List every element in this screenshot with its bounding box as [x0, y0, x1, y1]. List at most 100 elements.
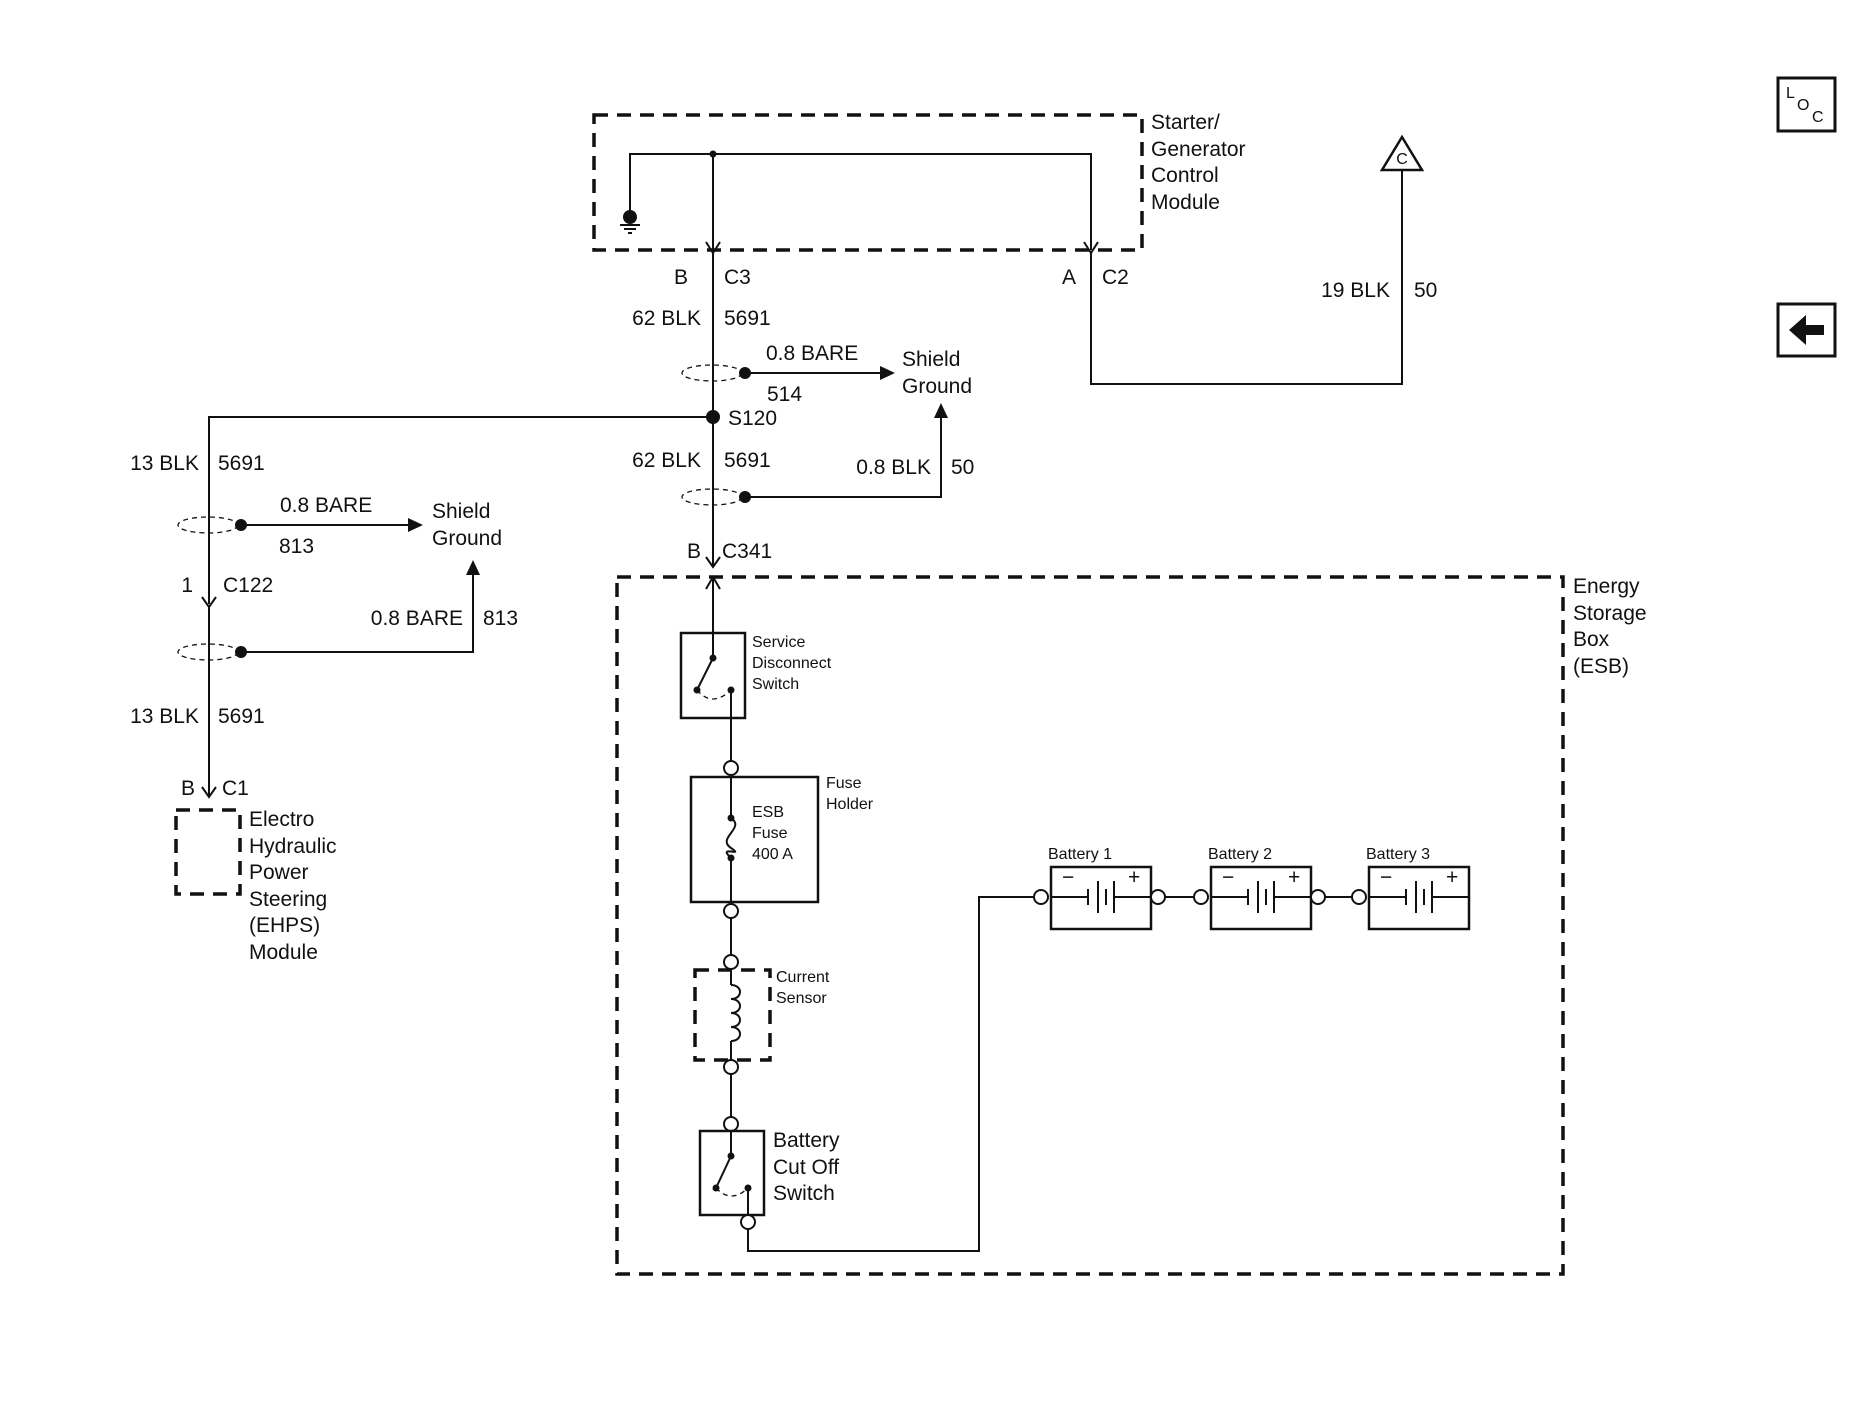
current-sensor-box	[693, 968, 772, 1062]
ehps-dashed-box	[174, 808, 242, 896]
battery3-minus: −	[1380, 866, 1392, 889]
shield-drain-50: 0.8 BLK 50	[681, 403, 974, 506]
service-switch-label-2: Disconnect	[752, 655, 832, 672]
shield-ground-2a: Shield	[432, 500, 490, 523]
back-arrow-icon	[1789, 315, 1824, 345]
w3-size: 13 BLK	[130, 452, 199, 475]
battery3-plus: +	[1446, 866, 1458, 889]
sgcm-dashed-box	[592, 113, 1144, 252]
sgcm-label-3: Control	[1151, 164, 1219, 187]
drain4-circuit: 813	[483, 607, 518, 630]
drain2-size: 0.8 BLK	[856, 456, 931, 479]
location-button[interactable]: L O C	[1776, 76, 1837, 133]
esb-label-1: Energy	[1573, 575, 1640, 598]
ehps-label-3: Power	[249, 861, 309, 884]
shield-drain-813-a: 0.8 BARE 813 Shield Ground	[177, 494, 502, 558]
fuse-label-1: ESB	[752, 804, 784, 821]
ehps-label-2: Hydraulic	[249, 835, 337, 858]
fuse-label-2: Fuse	[752, 825, 788, 842]
offpage-label: C	[1396, 151, 1408, 168]
battery3-label: Battery 3	[1366, 846, 1430, 863]
ehps-label-6: Module	[249, 941, 318, 964]
cutoff-label-3: Switch	[773, 1182, 835, 1205]
sgcm-module: Starter/ Generator Control Module	[592, 111, 1246, 252]
offpage-connector-c: C	[1379, 134, 1425, 172]
battery2-minus: −	[1222, 866, 1234, 889]
ehps-label-4: Steering	[249, 888, 327, 911]
shield-drain-514: 0.8 BARE 514 Shield Ground	[681, 342, 972, 406]
drain2-circuit: 50	[951, 456, 974, 479]
shield-ground-1b: Ground	[902, 375, 972, 398]
esb-label-4: (ESB)	[1573, 655, 1629, 678]
ehps-branch-wire	[208, 416, 713, 604]
current-sensor: Current Sensor	[693, 968, 830, 1062]
battery2-label: Battery 2	[1208, 846, 1272, 863]
fuse-holder: ESB Fuse 400 A Fuse Holder	[689, 775, 874, 904]
fuse-holder-label-2: Holder	[826, 796, 874, 813]
connector-c1: B C1	[181, 777, 249, 800]
battery1-label: Battery 1	[1048, 846, 1112, 863]
w1-circuit: 5691	[724, 307, 771, 330]
esb-module: Energy Storage Box (ESB)	[615, 575, 1647, 1276]
connector-c2: A C2	[1062, 241, 1129, 289]
esb-label-2: Storage	[1573, 602, 1647, 625]
ehps-label-5: (EHPS)	[249, 914, 320, 937]
battery-return-wire	[747, 896, 1034, 1252]
w3-circuit: 5691	[218, 452, 265, 475]
loc-c-text: C	[1812, 109, 1824, 126]
loc-o-text: O	[1797, 97, 1809, 114]
shield-drain-813-b: 0.8 BARE 813	[177, 560, 518, 661]
fuse-label-3: 400 A	[752, 846, 793, 863]
c2-label: C2	[1102, 266, 1129, 289]
service-switch-label-3: Switch	[752, 676, 799, 693]
sgcm-label-2: Generator	[1151, 138, 1246, 161]
c2-pin: A	[1062, 266, 1076, 289]
cutoff-label-2: Cut Off	[773, 1156, 839, 1179]
wire-c2-offpage	[1090, 170, 1403, 385]
w4-size: 13 BLK	[130, 705, 199, 728]
c122-label: C122	[223, 574, 273, 597]
connector-c122: 1 C122	[181, 574, 273, 609]
splice-label: S120	[728, 407, 777, 430]
ehps-label-1: Electro	[249, 808, 314, 831]
sgcm-label-1: Starter/	[1151, 111, 1220, 134]
battery1-minus: −	[1062, 866, 1074, 889]
fuse-holder-label-1: Fuse	[826, 775, 862, 792]
c3-label: C3	[724, 266, 751, 289]
sgcm-label-4: Module	[1151, 191, 1220, 214]
w4-circuit: 5691	[218, 705, 265, 728]
c341-pin: B	[687, 540, 701, 563]
drain4-size: 0.8 BARE	[371, 607, 463, 630]
c341-label: C341	[722, 540, 772, 563]
w5-size: 19 BLK	[1321, 279, 1390, 302]
w2-circuit: 5691	[724, 449, 771, 472]
c122-pin: 1	[181, 574, 193, 597]
back-button[interactable]	[1776, 302, 1837, 358]
shield-ground-1a: Shield	[902, 348, 960, 371]
battery1-plus: +	[1128, 866, 1140, 889]
c3-pin: B	[674, 266, 688, 289]
connector-c341: B C341	[687, 540, 772, 569]
w2-size: 62 BLK	[632, 449, 701, 472]
c1-label: C1	[222, 777, 249, 800]
service-disconnect-switch: Service Disconnect Switch	[679, 631, 832, 720]
w5-circuit: 50	[1414, 279, 1437, 302]
battery-2: Battery 2 − +	[1208, 846, 1313, 931]
shield-ground-2b: Ground	[432, 527, 502, 550]
current-sensor-label-1: Current	[776, 969, 830, 986]
c1-pin: B	[181, 777, 195, 800]
service-switch-label-1: Service	[752, 634, 805, 651]
drain3-circuit: 813	[279, 535, 314, 558]
cutoff-label-1: Battery	[773, 1129, 840, 1152]
battery2-plus: +	[1288, 866, 1300, 889]
ground-icon	[620, 210, 640, 234]
loc-l-text: L	[1786, 85, 1795, 102]
drain1-size: 0.8 BARE	[766, 342, 858, 365]
current-sensor-label-2: Sensor	[776, 990, 827, 1007]
battery-3: Battery 3 − +	[1366, 846, 1471, 931]
battery-1: Battery 1 − +	[1048, 846, 1153, 931]
ehps-module: Electro Hydraulic Power Steering (EHPS) …	[174, 808, 337, 964]
esb-label-3: Box	[1573, 628, 1610, 651]
battery-cutoff-switch: Battery Cut Off Switch	[698, 1129, 840, 1217]
drain1-circuit: 514	[767, 383, 802, 406]
